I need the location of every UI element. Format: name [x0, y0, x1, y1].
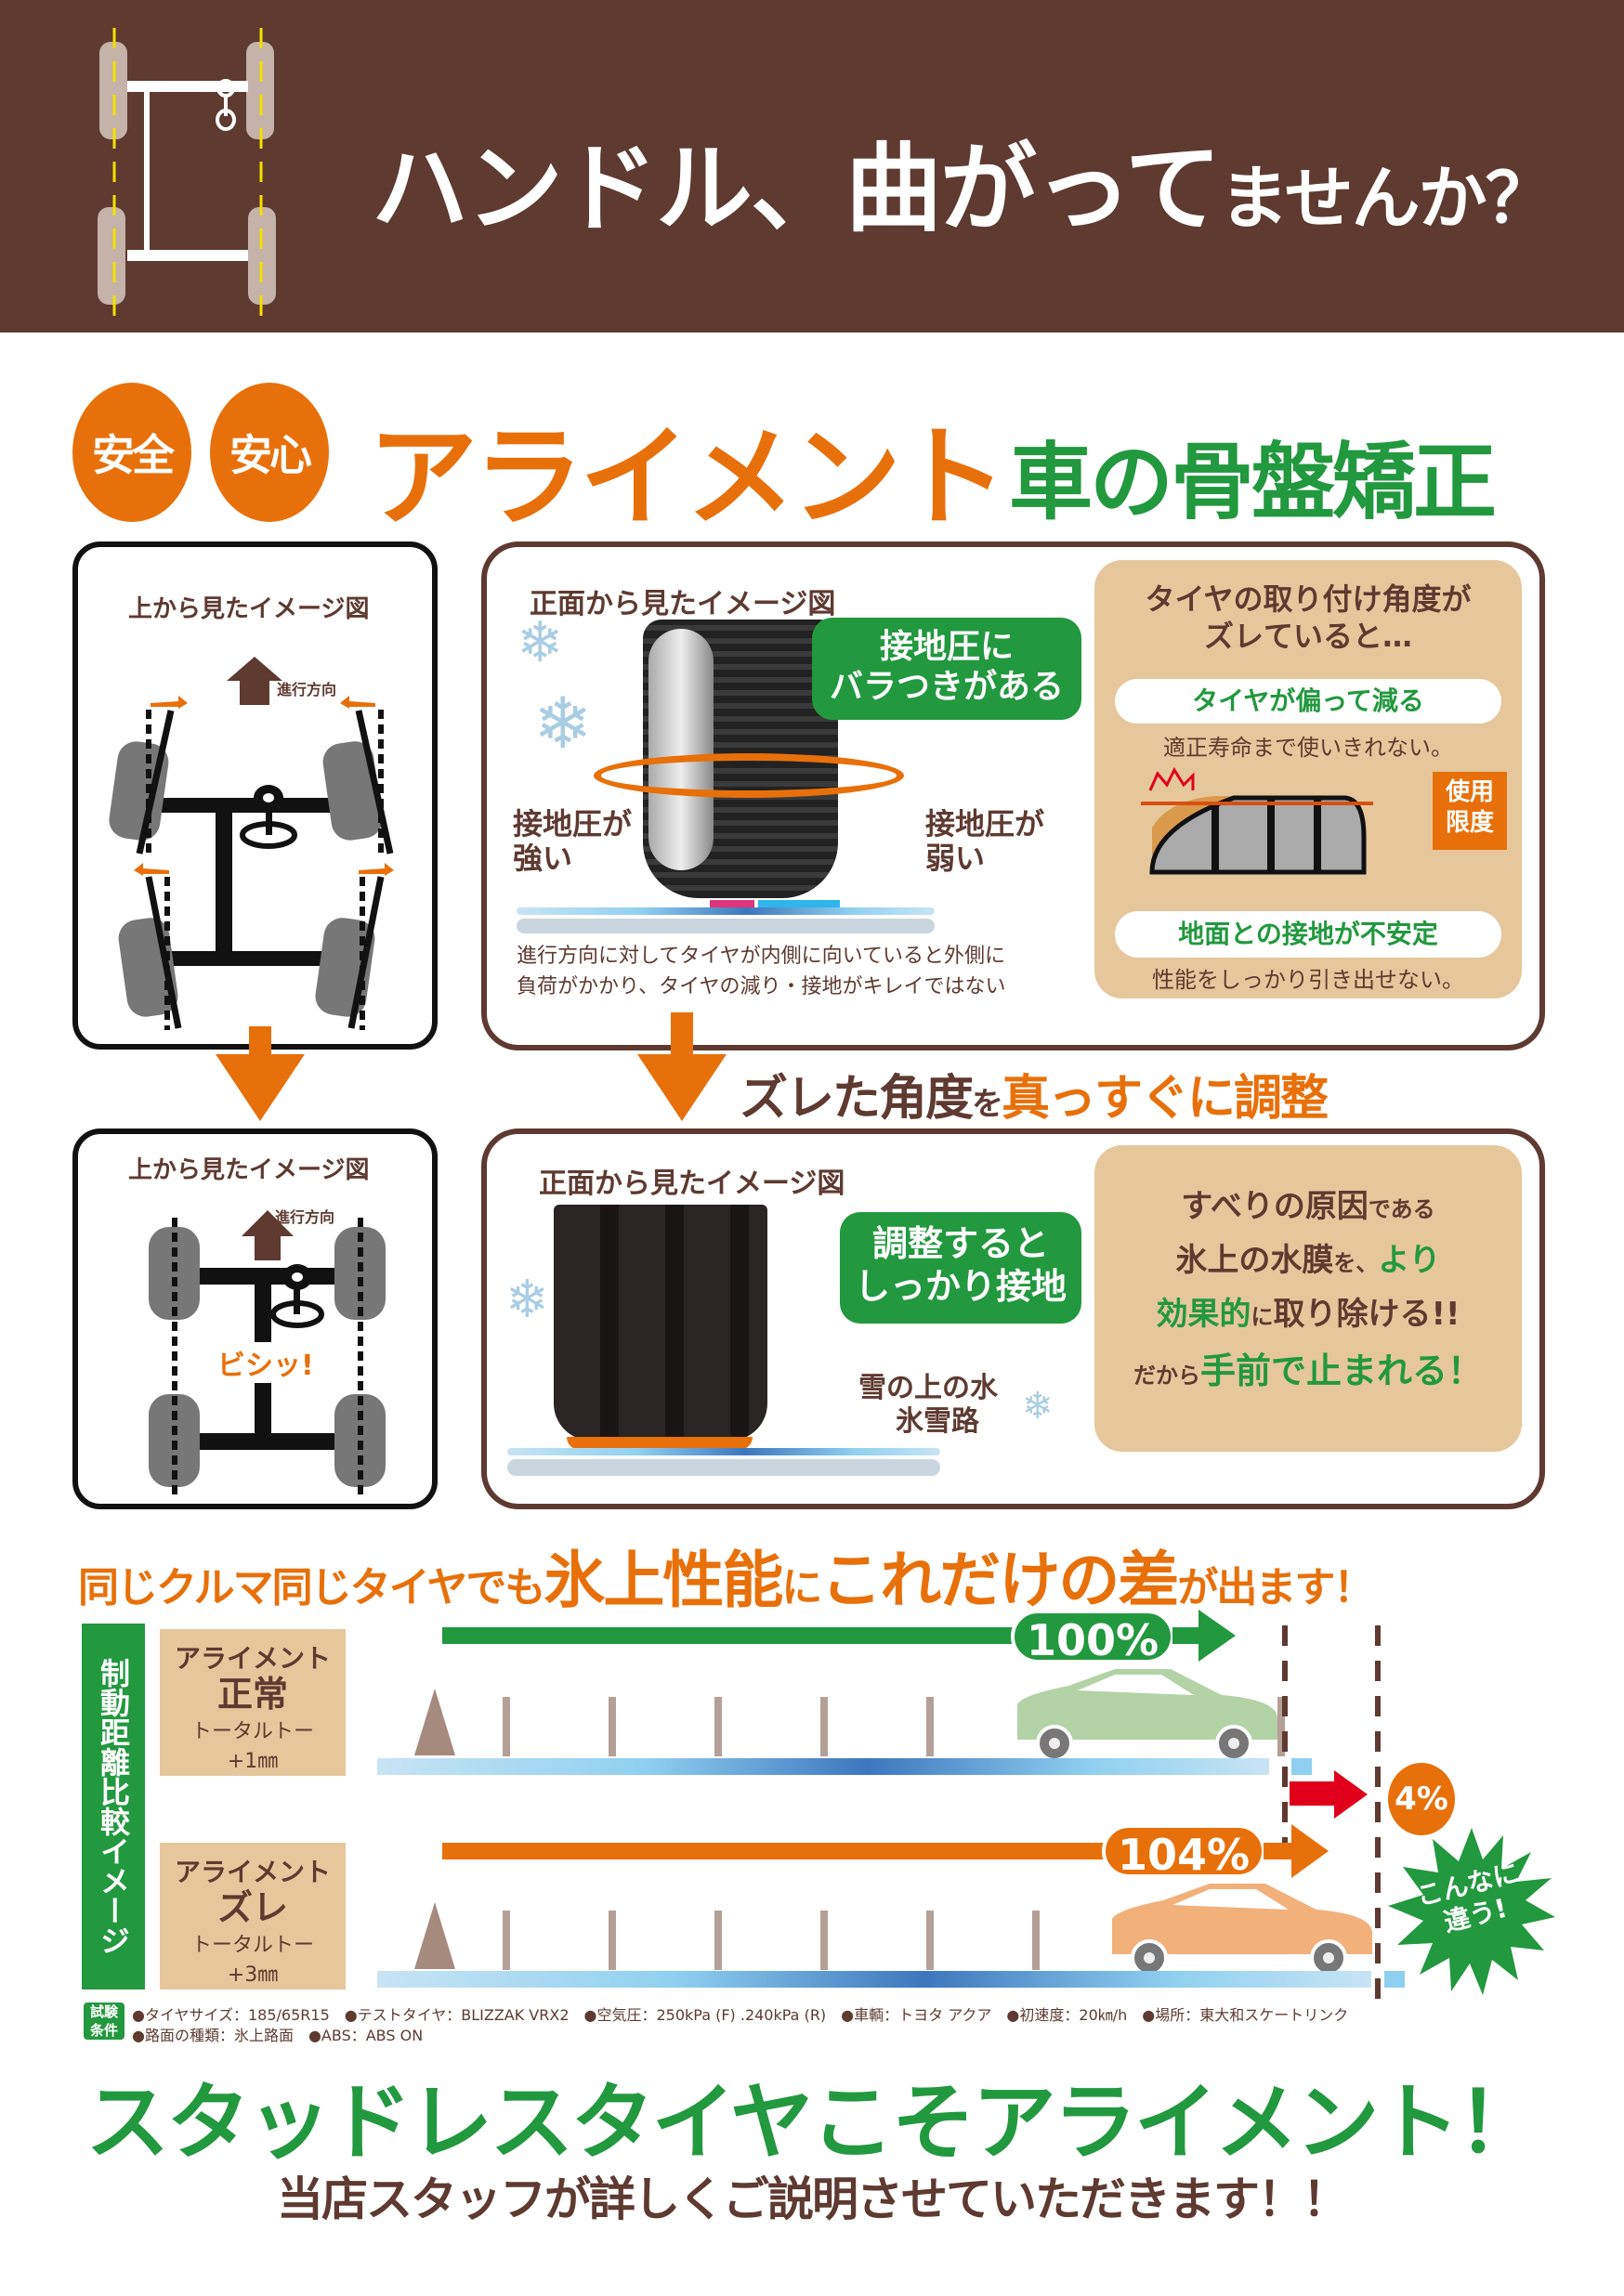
footer-headline: スタッドレスタイヤこそアライメント！ — [85, 2074, 1540, 2172]
ice-road-misaligned-end — [1384, 1971, 1405, 1988]
car-normal-icon — [1017, 1669, 1277, 1760]
label-pressure-strong: 接地圧が強い — [513, 806, 633, 876]
badge-safety: 安全 — [72, 383, 191, 522]
top-view-panel-after: 上から見たイメージ図 進行方向 ビシッ! — [72, 1128, 438, 1509]
label-pressure-weak: 接地圧が弱い — [925, 806, 1045, 876]
test-conditions-line2: ●路面の種類：氷上路面 ●ABS：ABS ON — [132, 2027, 424, 2044]
distance-marker — [1277, 1697, 1285, 1756]
distance-marker — [714, 1911, 722, 1970]
top-view-panel-before: 上から見たイメージ図 進行方向 — [72, 541, 438, 1050]
effect-unstable-contact-desc: 性能をしっかり引き出せない。 — [1152, 967, 1464, 993]
road-surface — [517, 919, 935, 933]
down-arrow-center-icon — [637, 1054, 727, 1121]
distance-marker — [609, 1911, 616, 1970]
cone-icon — [414, 1902, 455, 1969]
worn-tread-icon — [1141, 766, 1373, 875]
badge-peace-of-mind: 安心 — [210, 383, 329, 522]
ice-surface — [517, 907, 935, 915]
wheel-rim — [648, 629, 714, 870]
snowflake-icon: ❄ — [517, 610, 564, 675]
effect-uneven-wear-desc: 適正寿命まで使いきれない。 — [1163, 735, 1453, 761]
stop-line-normal — [1282, 1625, 1288, 1867]
braking-comparison-label: 制動距離比較イメージ — [82, 1624, 145, 1989]
row-label-normal: アライメント 正常 トータルトー +1㎜ — [160, 1629, 346, 1776]
percent-badge-normal: 100% — [1011, 1610, 1174, 1665]
snowflake-icon: ❄ — [533, 682, 593, 764]
rotation-arrow-icon — [594, 753, 904, 798]
front-view-label: 正面から見たイメージ図 — [539, 1168, 845, 1200]
callout-pressure-uneven: 接地圧にバラつきがある — [812, 618, 1081, 720]
tire-front-illustration — [554, 1205, 767, 1441]
label-water-on-snow: 雪の上の水 — [858, 1372, 998, 1404]
ice-road-normal-end — [1291, 1758, 1312, 1775]
snowflake-icon: ❄ — [1022, 1385, 1054, 1428]
distance-bar-misaligned — [442, 1843, 1111, 1859]
distance-marker — [609, 1697, 616, 1756]
adjust-banner: ズレた角度を真っすぐに調整 — [740, 1071, 1329, 1127]
distance-marker — [503, 1911, 510, 1970]
arrow-misaligned-icon — [1291, 1824, 1329, 1878]
burst-starburst-icon — [1388, 1828, 1555, 1995]
effects-box: タイヤの取り付け角度がズレていると… タイヤが偏って減る 適正寿命まで使いきれな… — [1094, 560, 1522, 998]
footer-sub: 当店スタッフが詳しくご説明させていただきます！！ — [277, 2172, 1349, 2226]
distance-marker — [820, 1697, 828, 1756]
direction-label: 進行方向 — [277, 681, 337, 698]
top-view-label: 上から見たイメージ図 — [128, 595, 370, 623]
distance-marker — [503, 1697, 510, 1756]
distance-marker — [820, 1911, 828, 1970]
chassis-misaligned-icon — [109, 657, 394, 1030]
headline-alignment: アライメント — [368, 413, 1007, 541]
wear-limit-label: 使用限度 — [1433, 772, 1507, 850]
test-conditions-badge: 試験条件 — [84, 2002, 124, 2040]
header-banner: ハンドル、曲がってませんか？ — [0, 0, 1624, 333]
percent-badge-misaligned: 104% — [1102, 1824, 1265, 1880]
distance-marker — [926, 1697, 934, 1756]
distance-marker — [714, 1697, 722, 1756]
distance-bar-normal — [442, 1627, 1018, 1644]
benefit-box: すべりの原因である 氷上の水膜を、より 効果的に取り除ける!! だから手前で止ま… — [1094, 1145, 1522, 1452]
front-view-label: 正面から見たイメージ図 — [530, 588, 836, 620]
car-chassis-misaligned-icon — [98, 28, 276, 316]
distance-marker — [1032, 1911, 1040, 1970]
contact-patch-indicator — [567, 1437, 753, 1450]
front-view-panel-after: 正面から見たイメージ図 ❄ ❄ 調整するとしっかり接地 雪の上の水 氷雪路 すべ… — [481, 1128, 1545, 1509]
ice-surface — [507, 1448, 940, 1455]
ice-road-misaligned — [377, 1971, 1371, 1988]
front-view-panel-before: 正面から見たイメージ図 ❄ ❄ 接地圧にバラつきがある 接地圧が強い 接地圧が弱… — [481, 541, 1545, 1050]
row-label-misaligned: アライメント ズレ トータルトー +3㎜ — [160, 1843, 346, 1989]
exclaim-label: ビシッ! — [214, 1342, 318, 1383]
direction-label: 進行方向 — [275, 1208, 335, 1226]
down-arrow-center-stem — [671, 1012, 693, 1054]
snowflake-icon: ❄ — [505, 1270, 549, 1330]
road-surface — [507, 1459, 940, 1476]
distance-marker — [926, 1911, 934, 1970]
header-title: ハンドル、曲がってませんか？ — [372, 132, 1554, 245]
ice-road-normal — [377, 1758, 1269, 1775]
arrow-normal-icon — [1198, 1610, 1236, 1662]
effect-unstable-contact: 地面との接地が不安定 — [1115, 911, 1501, 958]
misalignment-description: 進行方向に対してタイヤが内側に向いていると外側に負荷がかかり、タイヤの減り・接地… — [517, 945, 1006, 998]
stop-line-misaligned — [1375, 1625, 1381, 2006]
effect-uneven-wear: タイヤが偏って減る — [1115, 679, 1501, 724]
top-view-label: 上から見たイメージ図 — [128, 1156, 370, 1184]
comparison-headline: 同じクルマ同じタイヤでも氷上性能にこれだけの差が出ます！ — [78, 1545, 1374, 1616]
difference-badge: 4% — [1388, 1763, 1455, 1835]
cone-icon — [414, 1689, 455, 1755]
arrow-normal-stem — [1172, 1627, 1200, 1644]
test-conditions-line1: ●タイヤサイズ：185/65R15 ●テストタイヤ：BLIZZAK VRX2 ●… — [132, 2006, 1349, 2024]
difference-arrow-icon — [1334, 1770, 1368, 1819]
effects-heading: タイヤの取り付け角度がズレていると… — [1145, 581, 1472, 654]
label-icy-road: 氷雪路 — [896, 1405, 979, 1438]
down-arrow-left-stem — [249, 1026, 271, 1054]
down-arrow-left-icon — [216, 1054, 305, 1121]
benefit-text: すべりの原因である 氷上の水膜を、より 効果的に取り除ける!! だから手前で止ま… — [1133, 1188, 1483, 1392]
headline-subtitle: 車の骨盤矯正 — [1009, 434, 1497, 531]
difference-arrow-stem — [1290, 1781, 1338, 1806]
arrow-misaligned-stem — [1264, 1843, 1293, 1859]
callout-firm-contact: 調整するとしっかり接地 — [840, 1212, 1081, 1324]
car-misaligned-icon — [1112, 1884, 1372, 1975]
